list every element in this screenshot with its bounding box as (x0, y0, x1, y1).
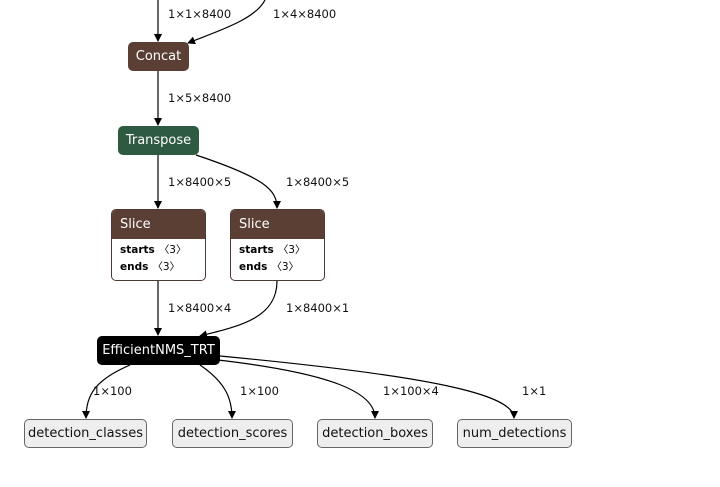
nms-node[interactable]: EfficientNMS_TRT (97, 336, 220, 365)
concat-node[interactable]: Concat (128, 42, 189, 71)
output-label: detection_scores (177, 426, 288, 441)
edge-nms-out-3 (219, 355, 518, 419)
slice-left-attributes: starts〈3〉 ends〈3〉 (112, 239, 205, 279)
edge-label-transpose-slice-left: 1×8400×5 (168, 175, 231, 189)
edge-slice-right-nms (199, 280, 278, 339)
slice-left-attr-ends: ends〈3〉 (120, 259, 197, 276)
edge-transpose-slice-right (195, 154, 281, 209)
slice-node-left[interactable]: Slice starts〈3〉 ends〈3〉 (111, 209, 206, 281)
output-node-detection-scores[interactable]: detection_scores (172, 419, 293, 448)
edge-nms-out-1 (199, 364, 236, 419)
edge-nms-out-2 (217, 359, 379, 419)
slice-right-attributes: starts〈3〉 ends〈3〉 (231, 239, 324, 279)
attr-value: 〈3〉 (271, 261, 300, 273)
slice-right-header: Slice (231, 210, 324, 239)
slice-right-attr-starts: starts〈3〉 (239, 242, 316, 259)
edge-label-concat-transpose: 1×5×8400 (168, 91, 231, 105)
attr-value: 〈3〉 (152, 261, 181, 273)
edge-label-in-2: 1×4×8400 (273, 7, 336, 21)
slice-right-label: Slice (239, 217, 270, 232)
edge-label-nms-out-0: 1×100 (93, 384, 132, 398)
slice-right-attr-ends: ends〈3〉 (239, 259, 316, 276)
attr-name: ends (239, 261, 268, 273)
output-node-detection-boxes[interactable]: detection_boxes (317, 419, 433, 448)
attr-name: ends (120, 261, 149, 273)
edge-label-nms-out-2: 1×100×4 (383, 384, 439, 398)
output-label: num_detections (462, 426, 567, 441)
edge-in-2 (187, 0, 266, 45)
attr-name: starts (120, 244, 155, 256)
slice-left-label: Slice (120, 217, 151, 232)
edge-label-in-1: 1×1×8400 (168, 7, 231, 21)
nms-node-label: EfficientNMS_TRT (102, 343, 215, 358)
edge-nms-out-0 (82, 364, 131, 419)
slice-node-right[interactable]: Slice starts〈3〉 ends〈3〉 (230, 209, 325, 281)
transpose-node-label: Transpose (125, 133, 192, 148)
edge-label-transpose-slice-right: 1×8400×5 (286, 175, 349, 189)
concat-node-label: Concat (135, 49, 182, 64)
edge-label-slice-right-nms: 1×8400×1 (286, 301, 349, 315)
edge-label-slice-left-nms: 1×8400×4 (168, 301, 231, 315)
output-node-detection-classes[interactable]: detection_classes (24, 419, 147, 448)
edge-label-nms-out-3: 1×1 (522, 384, 546, 398)
slice-left-attr-starts: starts〈3〉 (120, 242, 197, 259)
output-label: detection_classes (28, 426, 143, 441)
attr-value: 〈3〉 (158, 244, 187, 256)
attr-name: starts (239, 244, 274, 256)
slice-left-header: Slice (112, 210, 205, 239)
output-label: detection_boxes (322, 426, 428, 441)
edge-label-nms-out-1: 1×100 (240, 384, 279, 398)
transpose-node[interactable]: Transpose (118, 126, 199, 155)
output-node-num-detections[interactable]: num_detections (457, 419, 572, 448)
attr-value: 〈3〉 (277, 244, 306, 256)
